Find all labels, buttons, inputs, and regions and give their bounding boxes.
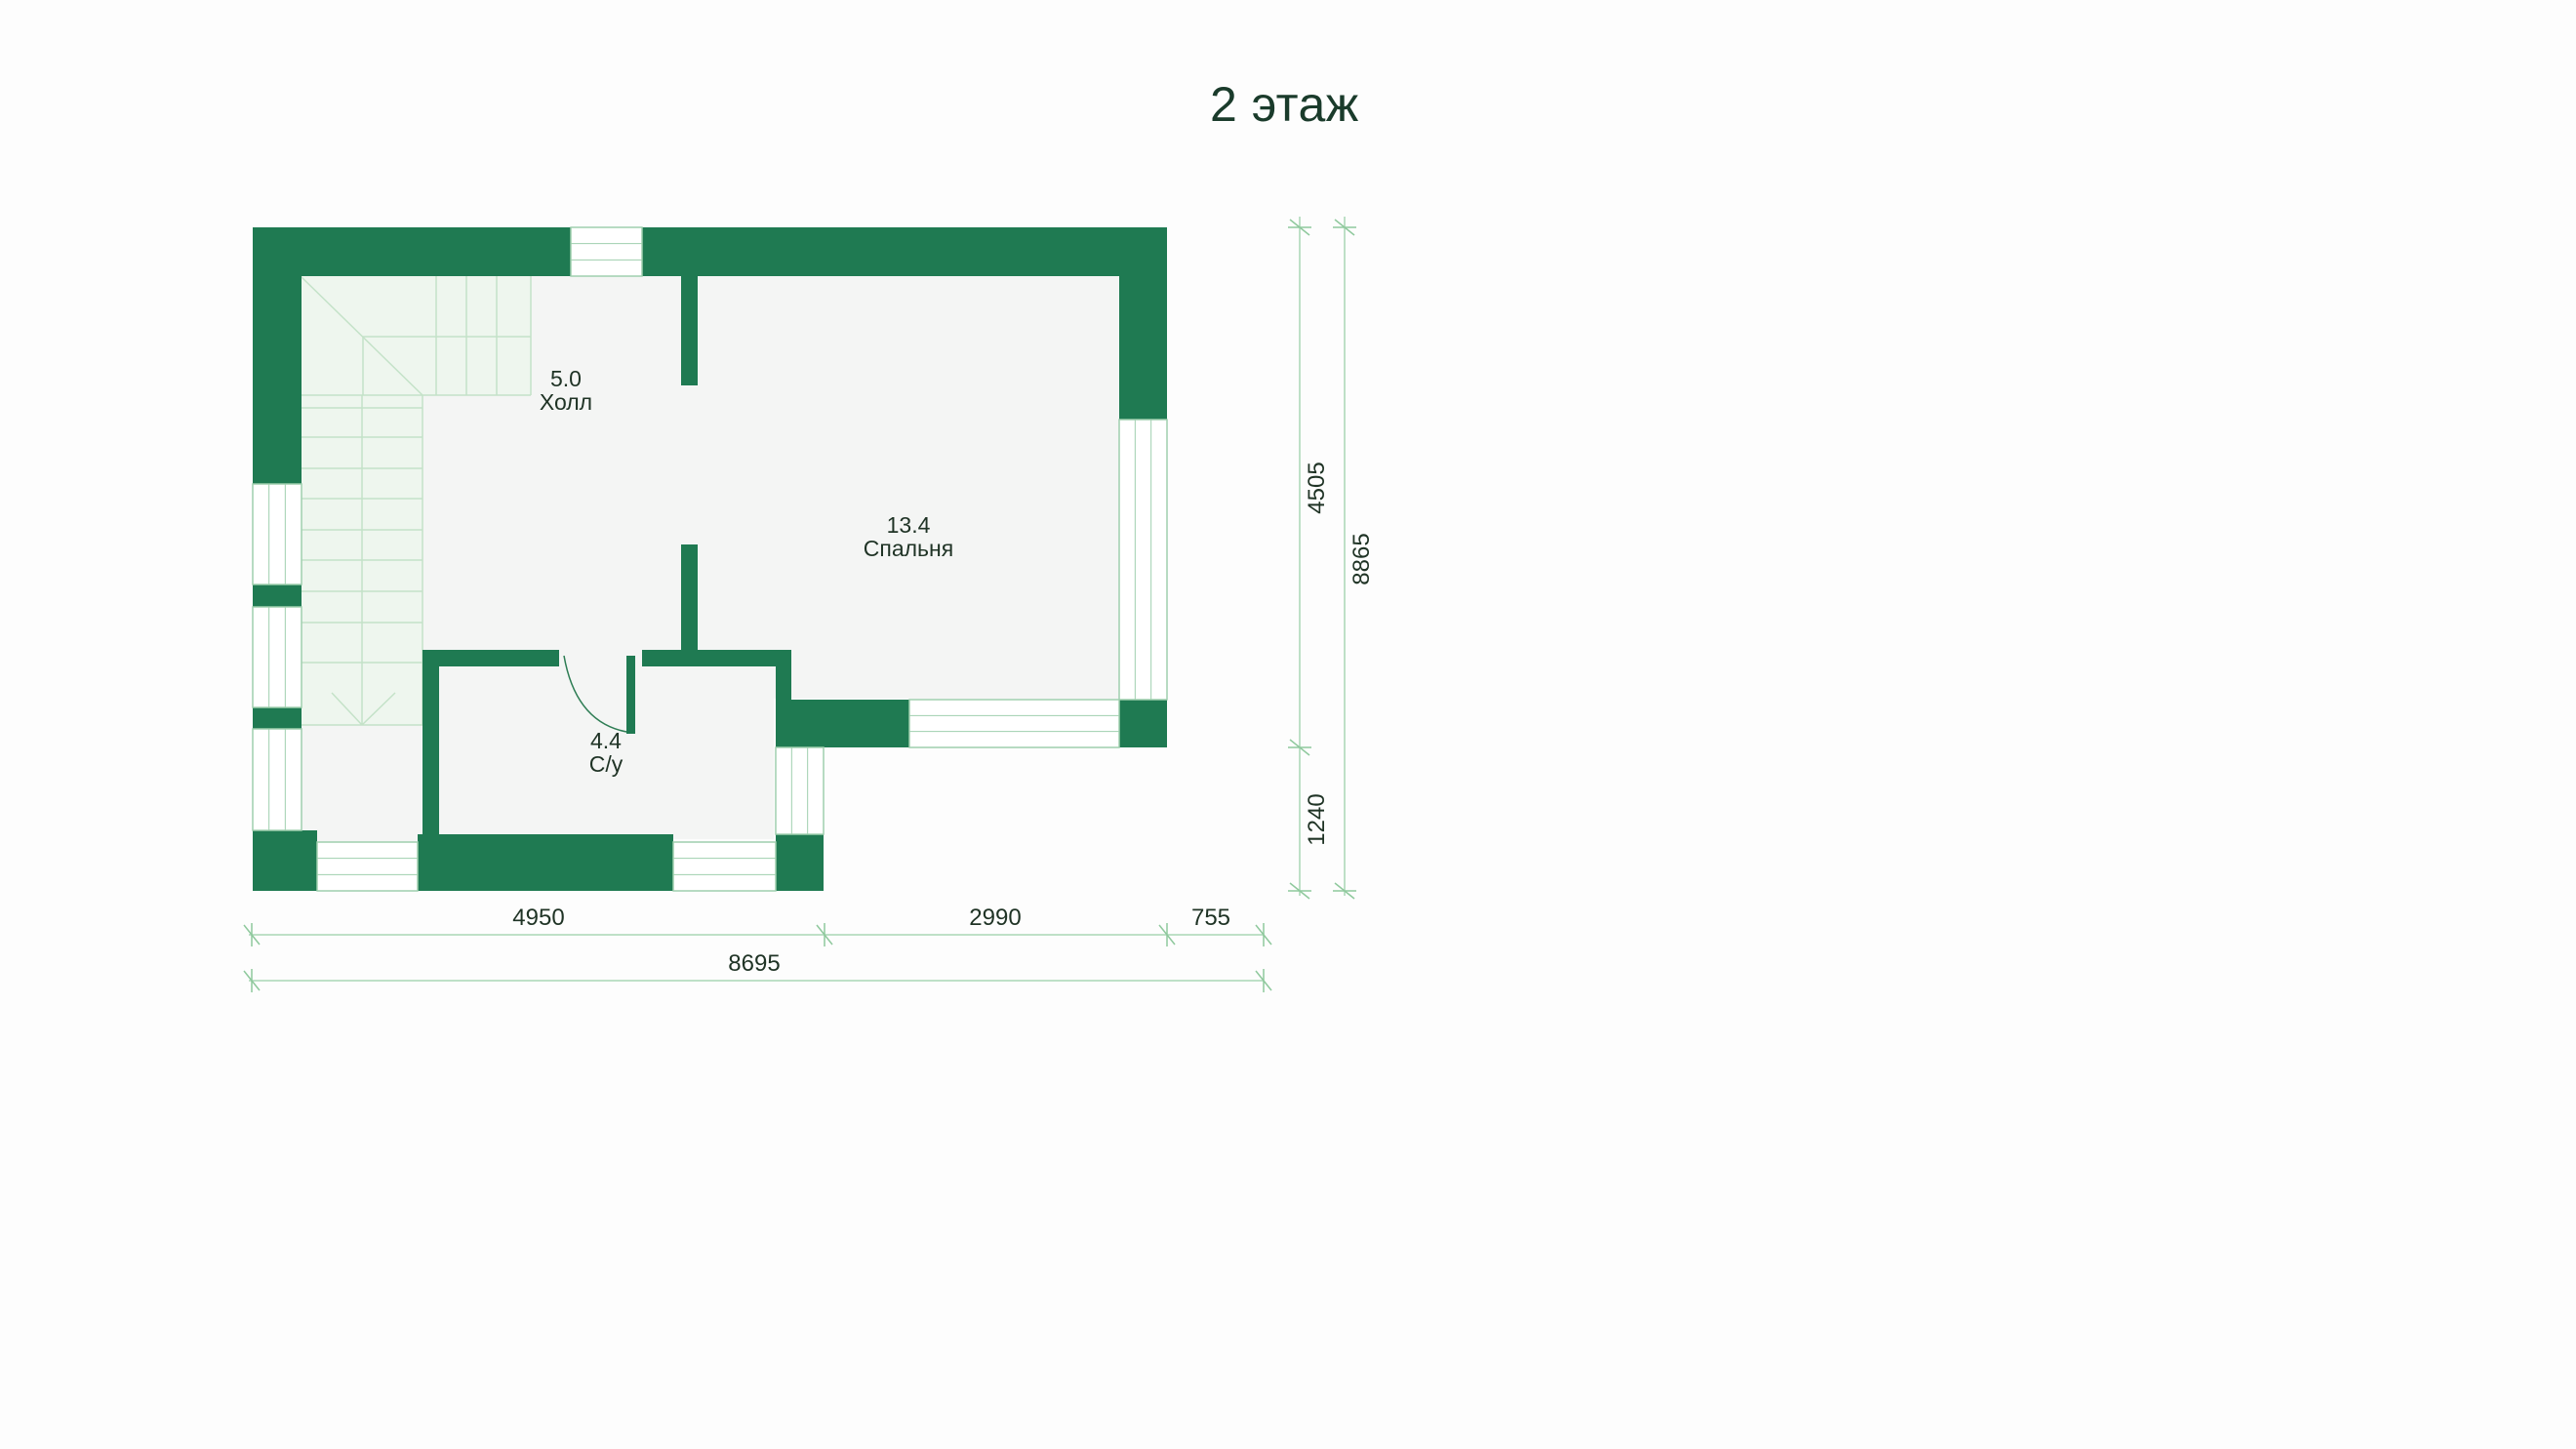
- window: [672, 841, 777, 892]
- dim-1240: 1240: [1304, 793, 1330, 845]
- wall: [423, 650, 559, 666]
- wall: [681, 544, 698, 654]
- window-frame: [570, 226, 643, 277]
- window-frame: [1118, 419, 1168, 701]
- window-frame: [316, 841, 419, 892]
- windows: [252, 226, 1168, 892]
- window: [252, 728, 302, 831]
- dim-755: 755: [1191, 905, 1230, 931]
- wall: [253, 227, 302, 484]
- dim-8695: 8695: [728, 950, 780, 977]
- walls: [253, 227, 1167, 891]
- room-area: 5.0: [550, 366, 582, 391]
- window-frame: [252, 728, 302, 831]
- window-frame: [672, 841, 777, 892]
- wall: [626, 656, 635, 734]
- wall: [776, 834, 824, 891]
- dimension-lines: [249, 217, 1346, 982]
- dim-8865: 8865: [1348, 533, 1375, 584]
- window: [775, 746, 825, 835]
- room-label-bathroom: 4.4 С/у: [589, 728, 624, 777]
- wall: [253, 584, 302, 607]
- window: [252, 606, 302, 708]
- wall: [253, 830, 317, 891]
- room-label-bedroom: 13.4 Спальня: [864, 512, 953, 561]
- window: [570, 226, 643, 277]
- door-swing: [563, 655, 627, 733]
- staircase: [300, 275, 532, 726]
- room-label-hall: 5.0 Холл: [540, 366, 592, 415]
- dim-2990: 2990: [969, 905, 1021, 931]
- window-frame: [252, 606, 302, 708]
- window-frame: [775, 746, 825, 835]
- window: [908, 699, 1120, 748]
- dimension-ticks: [243, 219, 1356, 992]
- window-frame: [908, 699, 1120, 748]
- wall: [642, 650, 790, 666]
- wall: [253, 707, 302, 729]
- wall: [253, 227, 571, 276]
- room-name: С/у: [589, 751, 624, 777]
- wall: [776, 700, 909, 747]
- wall: [423, 650, 439, 835]
- room-name: Спальня: [864, 536, 953, 561]
- dimension-labels: 4950 2990 755 8695 4505 1240 8865: [512, 462, 1375, 977]
- wall: [776, 650, 791, 747]
- window-frame: [252, 483, 302, 585]
- wall: [1119, 227, 1167, 420]
- wall: [642, 227, 1167, 276]
- window: [316, 841, 419, 892]
- dim-4505: 4505: [1304, 462, 1330, 513]
- window: [1118, 419, 1168, 701]
- window: [252, 483, 302, 585]
- wall: [1119, 700, 1167, 747]
- room-name: Холл: [540, 389, 592, 415]
- room-area: 13.4: [887, 512, 931, 538]
- dim-4950: 4950: [512, 905, 564, 931]
- wall: [418, 834, 673, 891]
- floor-title: 2 этаж: [1210, 77, 1359, 132]
- wall: [681, 275, 698, 385]
- room-area: 4.4: [590, 728, 622, 753]
